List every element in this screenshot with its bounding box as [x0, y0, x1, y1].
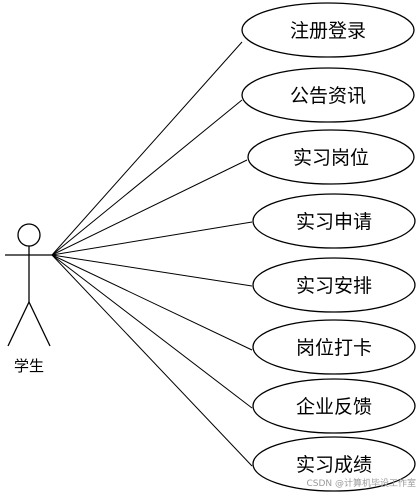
- use-case-label: 注册登录: [290, 20, 366, 42]
- use-case-label: 实习申请: [296, 211, 372, 233]
- use-case-6[interactable]: 岗位打卡: [252, 319, 416, 375]
- use-case-3[interactable]: 实习岗位: [247, 129, 415, 185]
- actor-right-leg: [28, 301, 51, 347]
- use-case-8[interactable]: 实习成绩: [252, 436, 416, 492]
- use-case-1[interactable]: 注册登录: [241, 2, 415, 58]
- use-case-2[interactable]: 公告资讯: [241, 67, 415, 123]
- watermark-text: CSDN @计算机毕设工作室: [306, 477, 416, 489]
- association-line-7: [51, 254, 253, 409]
- actor-left-leg: [7, 301, 30, 347]
- use-case-ellipse: [241, 2, 415, 58]
- use-case-label: 实习安排: [296, 275, 372, 297]
- use-case-5[interactable]: 实习安排: [252, 257, 416, 313]
- use-case-ellipse: [241, 67, 415, 123]
- use-case-label: 岗位打卡: [296, 337, 372, 359]
- association-line-4: [51, 221, 253, 256]
- use-case-ellipse: [252, 436, 416, 492]
- use-case-4[interactable]: 实习申请: [252, 193, 416, 249]
- use-case-label: 实习岗位: [293, 147, 369, 169]
- use-case-ellipse: [252, 257, 416, 313]
- association-line-3: [51, 159, 248, 256]
- use-case-7[interactable]: 企业反馈: [252, 378, 416, 434]
- association-line-2: [51, 99, 243, 256]
- association-lines: [51, 41, 253, 467]
- actor-head: [17, 223, 41, 247]
- use-case-ellipse: [247, 129, 415, 185]
- use-case-ellipse: [252, 378, 416, 434]
- association-line-1: [51, 41, 243, 256]
- actor-figure: [5, 223, 52, 347]
- actor-label: 学生: [14, 357, 44, 375]
- use-case-label: 企业反馈: [296, 396, 372, 418]
- use-case-label: 公告资讯: [290, 85, 366, 107]
- association-line-5: [51, 254, 253, 287]
- use-case-ellipse: [252, 319, 416, 375]
- association-line-8: [51, 254, 253, 467]
- use-case-ellipse: [252, 193, 416, 249]
- association-line-6: [51, 254, 253, 351]
- use-case-label: 实习成绩: [296, 454, 372, 476]
